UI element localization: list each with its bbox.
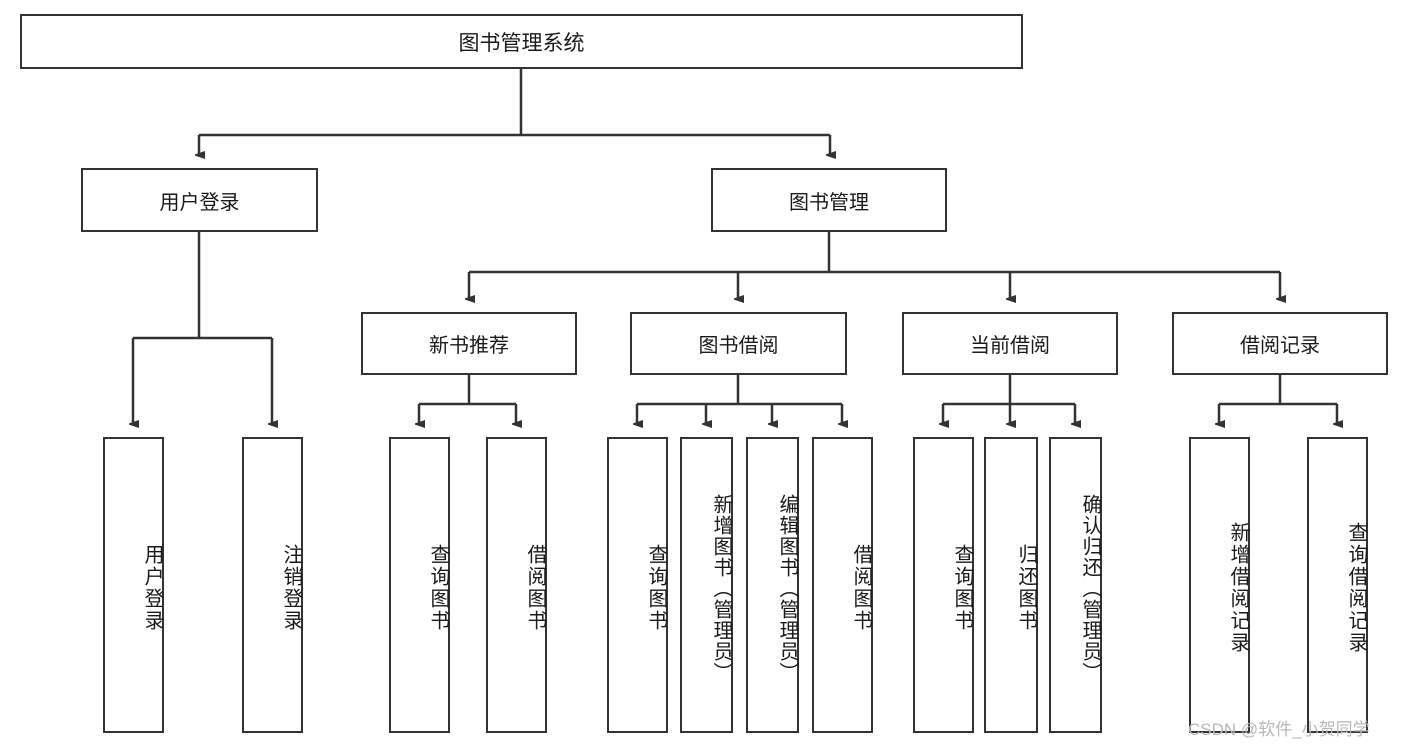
node-root-label: 图书管理系统	[458, 31, 585, 55]
leaf-query-record[interactable]: 查询借阅记录	[1307, 437, 1368, 733]
node-borrow-record-label: 借阅记录	[1240, 335, 1320, 357]
leaf-return-book[interactable]: 归还图书	[984, 437, 1038, 733]
leaf-edit-book-label: 编辑图书（管理员）	[776, 493, 798, 683]
node-borrow-record[interactable]: 借阅记录	[1172, 312, 1388, 375]
leaf-return-book-label: 归还图书	[1015, 544, 1037, 632]
node-book-borrow[interactable]: 图书借阅	[630, 312, 847, 375]
leaf-logout-label: 注销登录	[280, 544, 302, 632]
leaf-add-record-label: 新增借阅记录	[1227, 522, 1249, 654]
leaf-user-login[interactable]: 用户登录	[103, 437, 164, 733]
leaf-add-record[interactable]: 新增借阅记录	[1189, 437, 1250, 733]
leaf-edit-book[interactable]: 编辑图书（管理员）	[746, 437, 799, 733]
leaf-borrow-book-2[interactable]: 借阅图书	[812, 437, 873, 733]
node-current-borrow-label: 当前借阅	[970, 335, 1050, 357]
leaf-borrow-book-2-label: 借阅图书	[850, 544, 872, 632]
leaf-add-book-label: 新增图书（管理员）	[710, 493, 732, 683]
csdn-watermark: CSDN @软件_小贺同学	[1188, 720, 1370, 739]
node-book-borrow-label: 图书借阅	[698, 335, 779, 357]
leaf-user-login-label: 用户登录	[141, 544, 163, 632]
node-user-login[interactable]: 用户登录	[81, 168, 318, 232]
leaf-query-book-3-label: 查询图书	[951, 544, 973, 632]
leaf-query-book-2[interactable]: 查询图书	[607, 437, 668, 733]
node-new-book-rec[interactable]: 新书推荐	[361, 312, 577, 375]
leaf-query-book-1[interactable]: 查询图书	[389, 437, 450, 733]
node-current-borrow[interactable]: 当前借阅	[902, 312, 1118, 375]
leaf-borrow-book-1[interactable]: 借阅图书	[486, 437, 547, 733]
node-book-manage-label: 图书管理	[789, 191, 869, 214]
leaf-query-record-label: 查询借阅记录	[1345, 522, 1367, 654]
leaf-confirm-return-label: 确认归还（管理员）	[1079, 493, 1101, 683]
leaf-confirm-return[interactable]: 确认归还（管理员）	[1049, 437, 1102, 733]
node-root[interactable]: 图书管理系统	[20, 14, 1023, 69]
leaf-query-book-1-label: 查询图书	[427, 544, 449, 632]
node-book-manage[interactable]: 图书管理	[711, 168, 947, 232]
leaf-logout[interactable]: 注销登录	[242, 437, 303, 733]
leaf-borrow-book-1-label: 借阅图书	[524, 544, 546, 632]
node-user-login-label: 用户登录	[159, 191, 240, 214]
node-new-book-rec-label: 新书推荐	[429, 335, 509, 357]
leaf-query-book-2-label: 查询图书	[645, 544, 667, 632]
leaf-add-book[interactable]: 新增图书（管理员）	[680, 437, 733, 733]
leaf-query-book-3[interactable]: 查询图书	[913, 437, 974, 733]
